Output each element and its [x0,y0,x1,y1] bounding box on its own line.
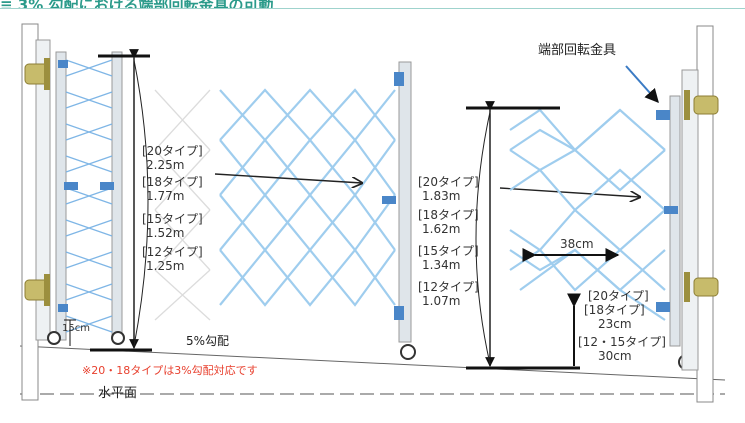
left-t12-type: [12タイプ] [142,245,203,259]
clearance-types-b: [18タイプ] [584,303,645,317]
slope-ground-line [19,345,726,381]
left-t15-value: 1.52m [146,226,185,240]
left-t18-type: [18タイプ] [142,175,203,189]
callout-label: 端部回転金具 [538,43,617,58]
clearance-value-c: 30cm [598,349,632,363]
right-t15-value: 1.34m [422,258,461,272]
width-label: 38cm [560,237,594,251]
left-t12-value: 1.25m [146,259,185,273]
right-t20-value: 1.83m [422,189,461,203]
clearance-types-a: [20タイプ] [588,289,649,303]
left-t20-type: [20タイプ] [142,144,203,158]
left-wall-post [21,23,51,401]
extended-gate-middle [154,61,416,360]
motion-arrow-left [214,173,362,183]
diagram-title: ≡ 3% 勾配における端部回転金具の可動 [0,0,273,8]
right-t15-type: [15タイプ] [418,244,479,258]
slope-note: ※20・18タイプは3%勾配対応です [82,364,258,377]
clearance-left-label: 15cm [62,323,90,334]
right-t12-type: [12タイプ] [418,280,479,294]
right-wall-post [681,25,719,403]
horizontal-plane-label: 水平面 [98,386,138,401]
extended-gate-right [509,95,694,370]
clearance-value-a: 23cm [598,317,632,331]
slope-label: 5%勾配 [186,334,230,348]
right-t18-value: 1.62m [422,222,461,236]
right-height-dimension [466,101,580,370]
header-rule [0,8,745,9]
left-t15-type: [15タイプ] [142,212,203,226]
left-t20-value: 2.25m [146,158,185,172]
right-t18-type: [18タイプ] [418,208,479,222]
left-t18-value: 1.77m [146,189,185,203]
clearance-types-c: [12・15タイプ] [578,335,666,349]
motion-arrow-right [499,187,640,197]
folded-gate-left [47,51,125,345]
right-t20-type: [20タイプ] [418,175,479,189]
left-height-dimension [64,49,152,352]
right-t12-value: 1.07m [422,294,461,308]
callout-arrow [625,65,659,104]
